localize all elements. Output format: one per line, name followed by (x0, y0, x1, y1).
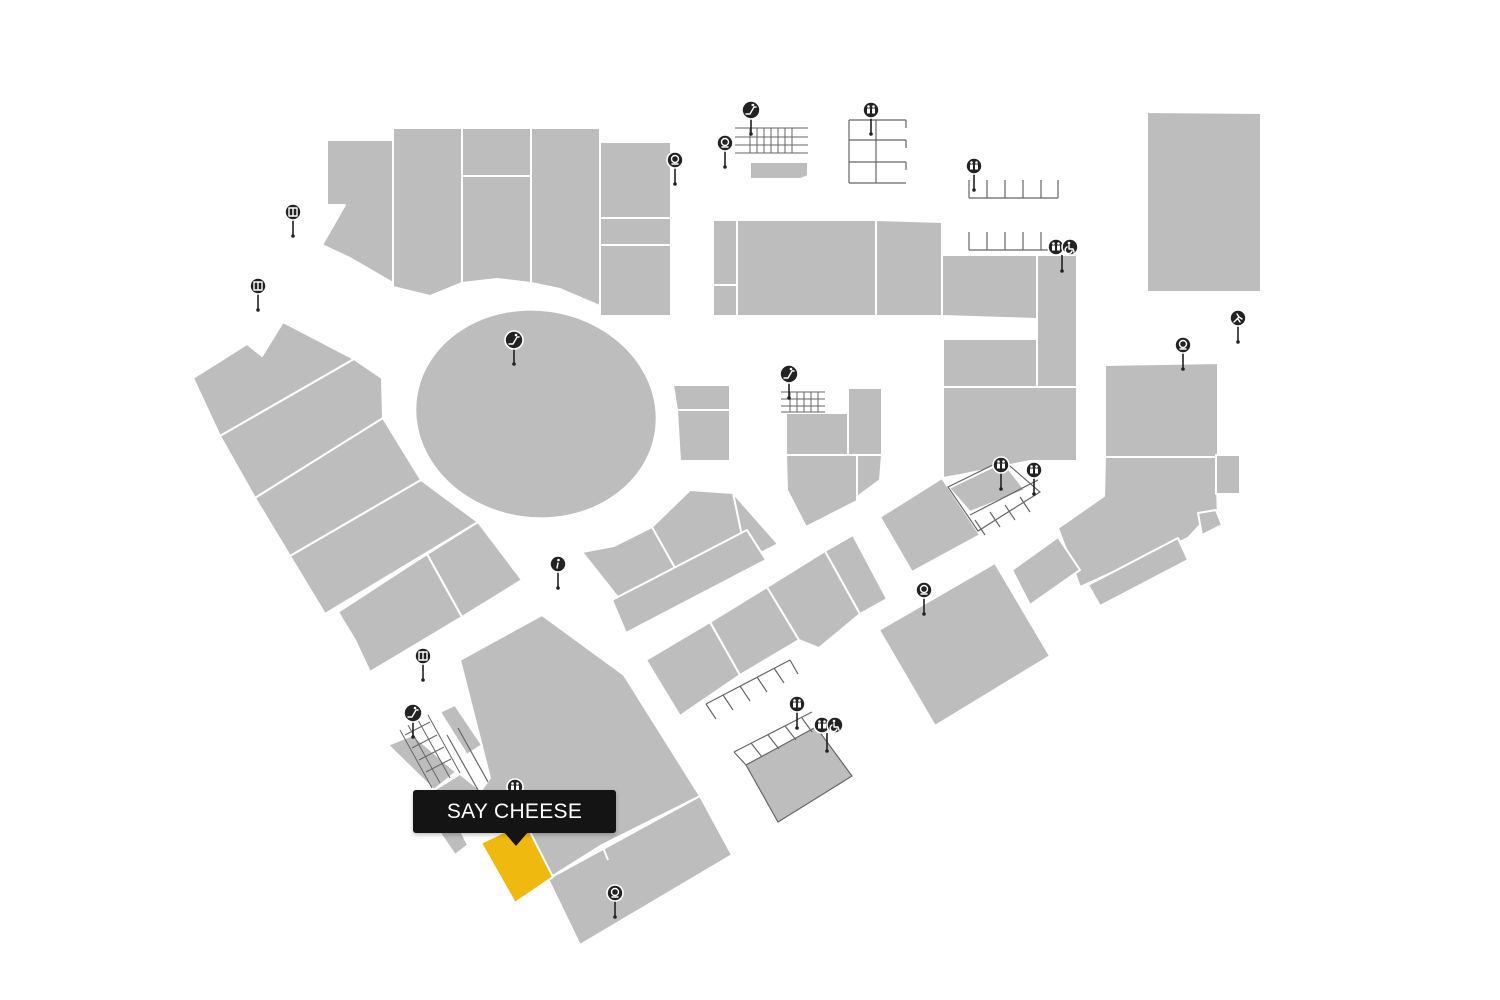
store-unit[interactable] (712, 219, 738, 286)
atm-icon[interactable] (606, 884, 624, 919)
store-unit[interactable] (878, 562, 1051, 727)
atm-icon[interactable] (915, 581, 933, 616)
selected-store-name: SAY CHEESE (446, 799, 583, 823)
atm-icon[interactable] (666, 151, 684, 186)
exit-icon[interactable] (249, 277, 267, 312)
toilets-icon[interactable] (1025, 461, 1043, 496)
toilets-icon[interactable] (965, 157, 983, 192)
parking-bays (968, 180, 1059, 199)
toilets-icon[interactable] (862, 101, 880, 136)
store-unit[interactable] (875, 219, 943, 317)
atm-icon[interactable] (716, 134, 734, 169)
store-unit[interactable] (879, 477, 981, 573)
amenity-pins (249, 100, 1247, 919)
store-unit[interactable] (611, 529, 767, 634)
atm-icon[interactable] (1174, 336, 1192, 371)
store-unit[interactable] (824, 534, 888, 615)
tooltip-pointer (504, 832, 528, 846)
escalator-stairs (446, 727, 489, 791)
store-unit[interactable] (745, 726, 853, 823)
escalator-icon[interactable] (504, 330, 524, 366)
exit-icon[interactable] (414, 647, 432, 682)
toilets-icon[interactable] (992, 456, 1010, 491)
store-unit[interactable] (547, 795, 733, 946)
escalator-stairs (735, 127, 808, 154)
store-unit[interactable] (1036, 254, 1078, 388)
information-icon[interactable] (549, 555, 567, 590)
accessible-toilet-icon[interactable] (1061, 238, 1079, 256)
store-unit[interactable] (461, 127, 532, 177)
store-unit[interactable] (736, 219, 877, 317)
store-unit[interactable] (948, 461, 1026, 513)
store-unit[interactable] (942, 338, 1038, 388)
store-unit[interactable] (599, 217, 672, 246)
escalator-stairs (781, 391, 825, 413)
store-unit[interactable] (1215, 454, 1241, 495)
parking-bays (968, 232, 1050, 251)
store-units (192, 111, 1262, 946)
anchor-store-unit[interactable] (1146, 111, 1262, 293)
store-unit[interactable] (219, 358, 384, 499)
store-unit[interactable] (941, 254, 1038, 320)
toilets-icon[interactable] (813, 716, 831, 734)
store-unit[interactable] (766, 550, 861, 649)
store-unit[interactable] (1087, 537, 1189, 607)
store-unit[interactable] (785, 412, 849, 456)
accessible-toilet-icon[interactable] (825, 716, 844, 753)
stair-landing-unit (749, 161, 809, 180)
store-unit[interactable] (530, 127, 601, 307)
store-unit[interactable] (392, 127, 463, 297)
escalator-icon[interactable] (779, 364, 799, 400)
store-unit[interactable] (1197, 509, 1223, 536)
store-unit[interactable] (1104, 362, 1219, 458)
store-unit[interactable] (712, 284, 738, 317)
exit-icon[interactable] (1229, 309, 1247, 344)
restroom-outline (848, 119, 907, 184)
store-unit[interactable] (847, 387, 883, 456)
store-unit[interactable] (672, 384, 731, 411)
store-unit[interactable] (426, 521, 523, 618)
store-unit[interactable] (461, 175, 532, 284)
store-unit[interactable] (785, 454, 858, 528)
toilets-icon[interactable] (788, 695, 806, 730)
store-unit[interactable] (942, 386, 1078, 479)
exit-icon[interactable] (284, 203, 302, 238)
store-unit[interactable] (856, 454, 883, 498)
store-unit[interactable] (1011, 536, 1081, 606)
selected-store-tooltip[interactable]: SAY CHEESE (413, 790, 616, 833)
parking-bays (947, 459, 1042, 536)
store-unit[interactable] (439, 704, 483, 756)
store-unit[interactable] (676, 409, 731, 462)
parking-bays (733, 711, 813, 766)
store-unit[interactable] (599, 244, 672, 317)
parking-bays (705, 659, 799, 720)
store-unit[interactable] (599, 141, 672, 219)
escalator-icon[interactable] (403, 703, 423, 739)
central-court-unit[interactable] (402, 294, 671, 534)
escalator-icon[interactable] (741, 100, 761, 136)
